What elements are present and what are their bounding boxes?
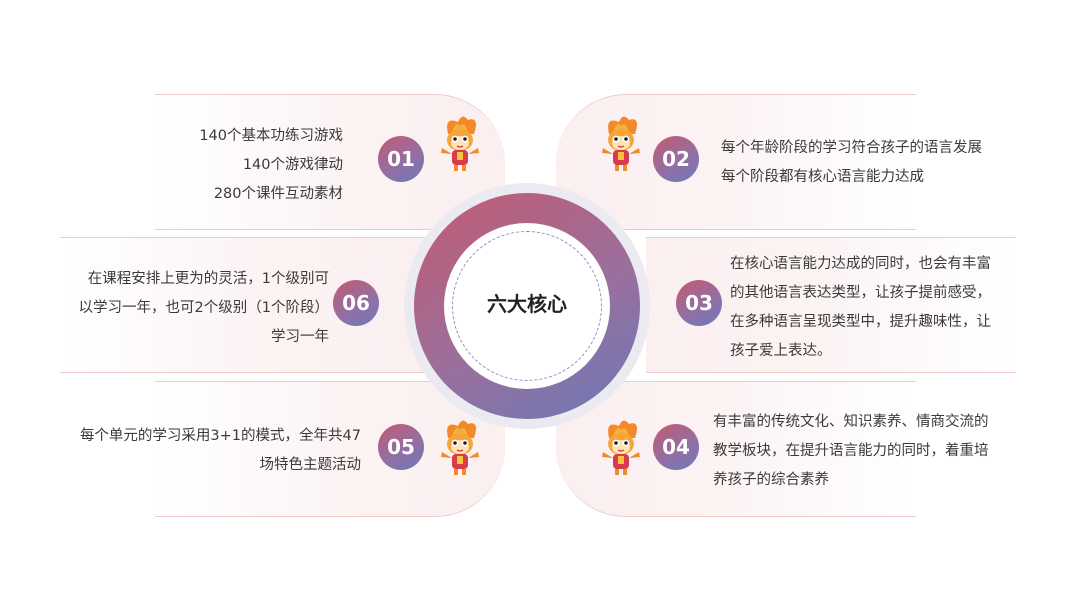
mascot-icon xyxy=(602,116,640,171)
item-04-text: 有丰富的传统文化、知识素养、情商交流的 教学板块，在提升语言能力的同时，着重培 … xyxy=(713,408,989,495)
badge-03: 03 xyxy=(676,280,722,326)
item-05-line: 每个单元的学习采用3+1的模式，全年共47 xyxy=(79,428,361,444)
center-title: 六大核心 xyxy=(487,292,567,316)
item-03-line: 孩子爱上表达。 xyxy=(730,343,832,359)
item-05-line: 场特色主题活动 xyxy=(259,457,362,473)
badge-01: 01 xyxy=(378,136,424,182)
badge-06: 06 xyxy=(333,280,379,326)
item-03-line: 在核心语言能力达成的同时，也会有丰富 xyxy=(730,256,991,272)
item-01-line: 280个课件互动素材 xyxy=(213,186,343,202)
item-03-line: 在多种语言呈现类型中，提升趣味性，让 xyxy=(730,314,991,330)
item-04-line: 教学板块，在提升语言能力的同时，着重培 xyxy=(713,443,989,459)
badge-05: 05 xyxy=(378,424,424,470)
item-04-line: 有丰富的传统文化、知识素养、情商交流的 xyxy=(713,414,989,430)
item-06-line: 学习一年 xyxy=(271,329,329,345)
badge-02: 02 xyxy=(653,136,699,182)
item-06-text: 在课程安排上更为的灵活，1个级别可 以学习一年，也可2个级别（1个阶段） 学习一… xyxy=(79,265,329,352)
item-04-line: 养孩子的综合素养 xyxy=(713,472,829,488)
item-03-line: 的其他语言表达类型，让孩子提前感受， xyxy=(730,285,991,301)
item-01-text: 140个基本功练习游戏 140个游戏律动 280个课件互动素材 xyxy=(199,122,343,209)
item-02-text: 每个年龄阶段的学习符合孩子的语言发展 每个阶段都有核心语言能力达成 xyxy=(721,134,982,192)
panel-01 xyxy=(155,94,505,230)
mascot-icon xyxy=(441,116,479,171)
badge-04: 04 xyxy=(653,424,699,470)
item-06-line: 在课程安排上更为的灵活，1个级别可 xyxy=(87,271,329,287)
mascot-icon xyxy=(602,420,640,475)
item-01-line: 140个基本功练习游戏 xyxy=(199,128,343,144)
item-02-line: 每个阶段都有核心语言能力达成 xyxy=(721,169,924,185)
item-01-line: 140个游戏律动 xyxy=(242,157,343,173)
panel-05 xyxy=(155,381,505,517)
center-ring-dashed xyxy=(452,231,602,381)
item-06-line: 以学习一年，也可2个级别（1个阶段） xyxy=(78,300,329,316)
item-03-text: 在核心语言能力达成的同时，也会有丰富 的其他语言表达类型，让孩子提前感受， 在多… xyxy=(730,250,991,366)
item-05-text: 每个单元的学习采用3+1的模式，全年共47 场特色主题活动 xyxy=(80,422,361,480)
mascot-icon xyxy=(441,420,479,475)
item-02-line: 每个年龄阶段的学习符合孩子的语言发展 xyxy=(721,140,982,156)
